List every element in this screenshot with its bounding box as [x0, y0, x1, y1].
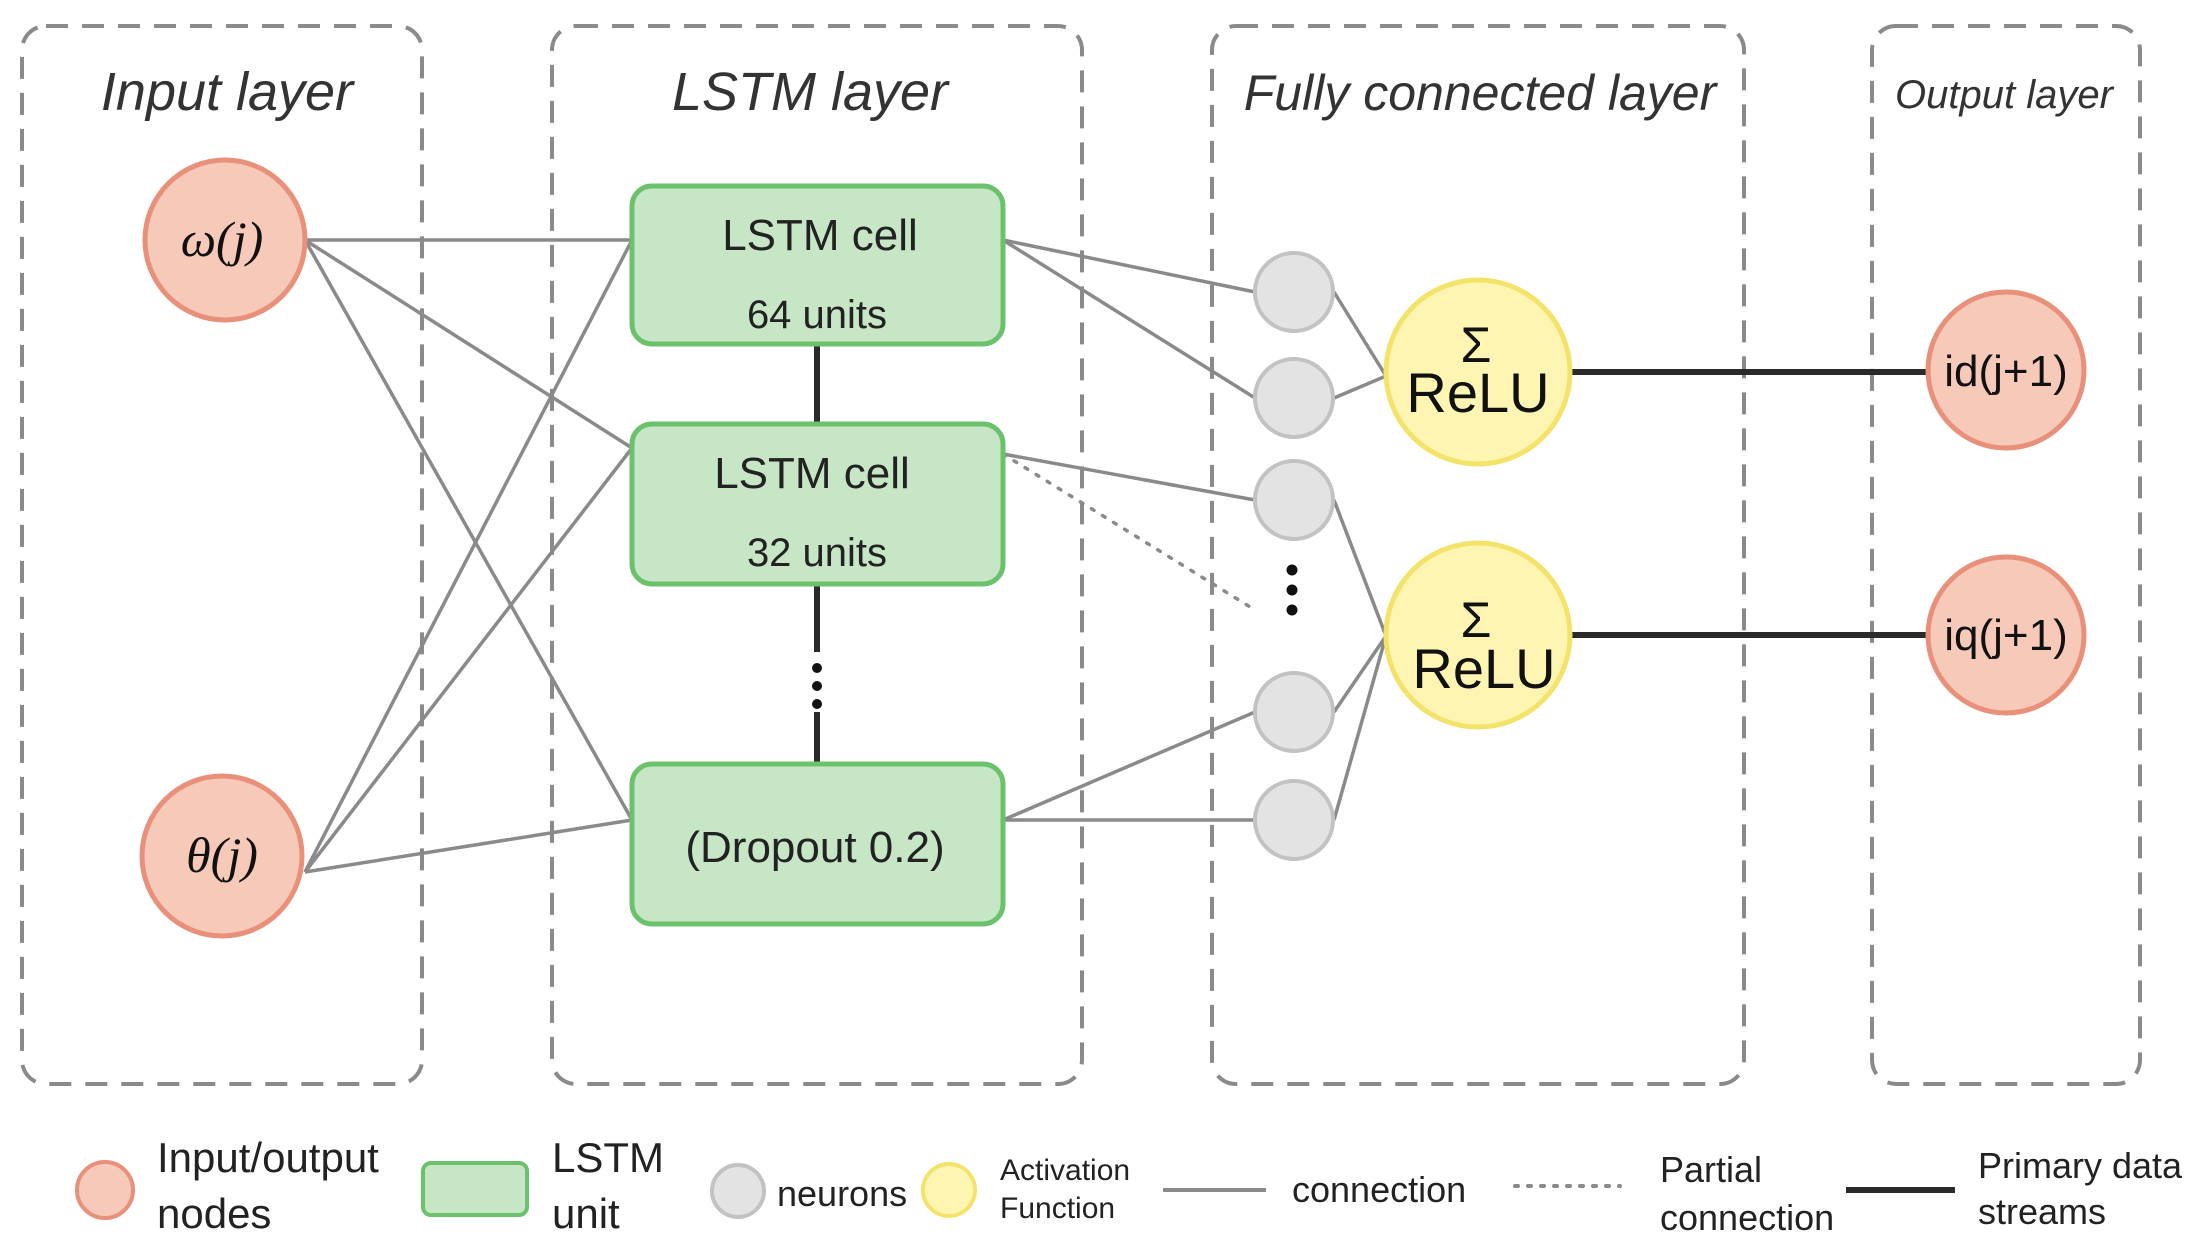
connection-line — [303, 239, 634, 821]
lstm-cell-64: LSTM cell 64 units — [629, 183, 1006, 347]
connection-line — [304, 818, 633, 874]
legend-partial-line2: connection — [1660, 1197, 1834, 1238]
connection-line — [1002, 710, 1256, 822]
legend-activation-line1: Activation — [1000, 1154, 1130, 1187]
neuron — [1253, 671, 1335, 753]
fc-layer-box — [1210, 24, 1746, 1086]
relu-label: ReLU — [1412, 637, 1555, 700]
lstm-cell-32: LSTM cell 32 units — [629, 421, 1006, 587]
connection-line — [1332, 291, 1388, 377]
sum-symbol: Σ — [1461, 592, 1492, 648]
fc-layer-title: Fully connected layer — [1244, 65, 1719, 121]
lstm-cell-64-units: 64 units — [747, 293, 887, 337]
iq-label: iq(j+1) — [1944, 611, 2068, 660]
relu-label: ReLU — [1406, 361, 1549, 424]
legend-primary-line2: streams — [1978, 1191, 2106, 1232]
neuron — [1253, 779, 1335, 861]
input-lstm-connections — [303, 238, 634, 874]
omega-label: ω(j) — [181, 211, 264, 267]
connection-line — [1002, 238, 1256, 294]
connection-line — [1332, 635, 1388, 713]
legend-neuron-swatch — [710, 1163, 766, 1219]
dropout-label: (Dropout 0.2) — [685, 823, 944, 872]
legend-partial-line1: Partial — [1660, 1149, 1762, 1190]
lstm-stack-ellipsis — [812, 663, 822, 709]
input-node-omega: ω(j) — [142, 157, 308, 323]
neuron — [1253, 251, 1335, 333]
connection-line — [303, 446, 634, 874]
neuron-ellipsis — [1286, 564, 1298, 616]
lstm-cell-32-units: 32 units — [747, 531, 887, 575]
partial-connection-line — [1001, 452, 1257, 612]
connection-line — [304, 238, 633, 450]
connection-line — [1332, 499, 1388, 637]
legend-primary-line1: Primary data — [1978, 1145, 2183, 1186]
legend-neurons-label: neurons — [777, 1173, 907, 1214]
neuron — [1253, 459, 1335, 541]
legend-activation-line2: Function — [1000, 1192, 1115, 1225]
legend-lstm-swatch — [421, 1161, 529, 1217]
legend-lstm-line1: LSTM — [552, 1134, 664, 1181]
connection-line — [1332, 635, 1388, 821]
connection-line — [1333, 374, 1387, 400]
sum-symbol: Σ — [1461, 317, 1492, 373]
output-node-id: id(j+1) — [1925, 289, 2087, 451]
fc-neurons — [1253, 251, 1335, 861]
input-layer-title: Input layer — [101, 62, 355, 122]
lstm-fc-connections — [1002, 238, 1256, 822]
layer-boxes — [20, 24, 2142, 1086]
id-label: id(j+1) — [1944, 347, 2068, 396]
legend-connection-label: connection — [1292, 1169, 1466, 1210]
activation-node-1: Σ ReLU — [1383, 277, 1573, 467]
neuron — [1253, 357, 1335, 439]
theta-label: θ(j) — [186, 827, 258, 883]
legend-io-line2: nodes — [157, 1190, 271, 1237]
output-streams — [1572, 369, 1932, 638]
legend-activation-swatch — [921, 1162, 977, 1218]
lstm-cell-32-title: LSTM cell — [714, 449, 910, 498]
connection-line — [1002, 452, 1256, 502]
lstm-layer-box — [550, 24, 1084, 1086]
connection-line — [303, 239, 634, 873]
output-layer-box — [1870, 24, 2142, 1086]
legend: Input/output nodes LSTM unit neurons Act… — [75, 1134, 2183, 1238]
connection-line — [1002, 238, 1256, 400]
input-node-theta: θ(j) — [139, 773, 305, 939]
lstm-layer-title: LSTM layer — [672, 62, 950, 122]
legend-io-swatch — [75, 1160, 135, 1220]
output-node-iq: iq(j+1) — [1925, 554, 2087, 716]
lstm-dropout-cell: (Dropout 0.2) — [629, 761, 1006, 927]
output-layer-title: Output layer — [1895, 73, 2115, 117]
activation-node-2: Σ ReLU — [1383, 540, 1573, 730]
legend-lstm-line2: unit — [552, 1190, 620, 1237]
neuron-activation-connections — [1332, 291, 1388, 821]
lstm-cell-64-title: LSTM cell — [722, 211, 918, 260]
legend-io-line1: Input/output — [157, 1134, 379, 1181]
